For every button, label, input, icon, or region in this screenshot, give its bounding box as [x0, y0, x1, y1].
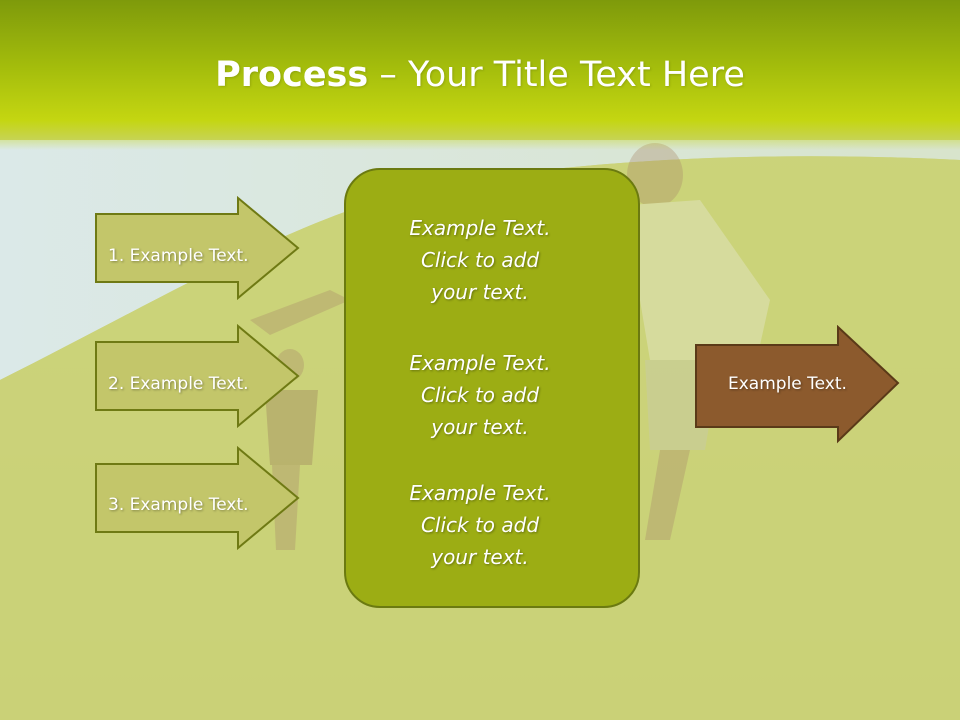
title-banner — [0, 0, 960, 150]
center-text-3-line3: your text. — [431, 545, 529, 569]
step-arrow-2-label: 2. Example Text. — [108, 374, 249, 394]
step-arrow-3[interactable] — [94, 446, 300, 550]
step-arrow-1[interactable] — [94, 196, 300, 300]
step-arrow-3-label: 3. Example Text. — [108, 495, 249, 515]
center-text-1-line1: Example Text. — [409, 216, 551, 240]
center-text-2-line1: Example Text. — [409, 351, 551, 375]
center-text-block-2[interactable]: Example Text. Click to add your text. — [0, 347, 960, 443]
center-text-block-3[interactable]: Example Text. Click to add your text. — [0, 477, 960, 573]
title-rest-text: – Your Title Text Here — [368, 55, 745, 95]
slide-title[interactable]: Process – Your Title Text Here — [0, 52, 960, 98]
output-arrow-label: Example Text. — [728, 374, 847, 394]
step-arrow-2[interactable] — [94, 324, 300, 428]
center-text-3-line1: Example Text. — [409, 481, 551, 505]
center-text-3-line2: Click to add — [420, 513, 540, 537]
center-text-1-line2: Click to add — [420, 248, 540, 272]
center-text-block-1[interactable]: Example Text. Click to add your text. — [0, 212, 960, 308]
center-text-1-line3: your text. — [431, 280, 529, 304]
center-text-2-line2: Click to add — [420, 383, 540, 407]
output-arrow[interactable] — [694, 325, 900, 445]
step-arrow-1-label: 1. Example Text. — [108, 246, 249, 266]
center-text-2-line3: your text. — [431, 415, 529, 439]
title-bold-text: Process — [215, 55, 369, 95]
center-content-box[interactable] — [344, 168, 640, 608]
